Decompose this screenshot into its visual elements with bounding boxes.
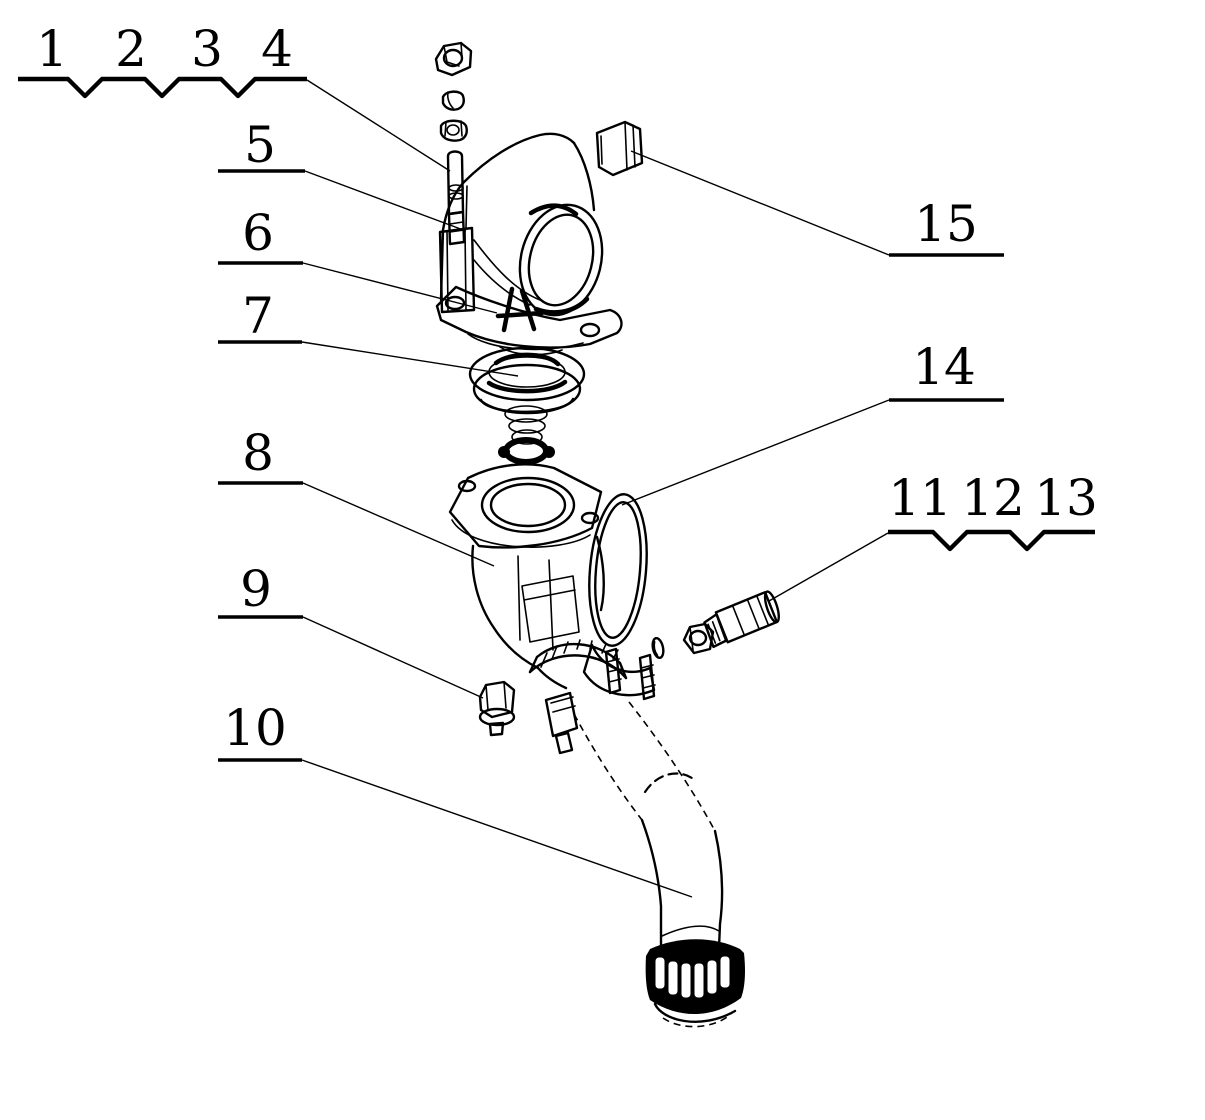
callout-7: 7: [218, 287, 519, 377]
callout-group-1-2-3-4: 1 2 3 4: [18, 20, 451, 172]
callouts: 1 2 3 4 5 6 7 8: [18, 20, 1098, 898]
leader-line-11-13: [768, 532, 889, 602]
callout-label-15: 15: [914, 195, 978, 253]
callout-8: 8: [218, 424, 495, 567]
leader-line-10: [301, 759, 693, 898]
callout-label-2: 2: [115, 20, 147, 78]
callout-6: 6: [218, 204, 498, 314]
part-thermostat-cover: [435, 132, 623, 356]
callout-9: 9: [218, 560, 484, 699]
callout-label-4: 4: [261, 20, 293, 78]
part-cover-plate: [582, 493, 656, 701]
part-cap: [595, 120, 644, 177]
callout-label-1: 1: [36, 20, 68, 78]
leader-line-7: [301, 341, 519, 377]
callout-label-12: 12: [961, 469, 1025, 527]
callout-label-3: 3: [191, 20, 223, 78]
callout-group-11-12-13: 11 12 13: [768, 469, 1098, 602]
callout-label-5: 5: [244, 116, 276, 174]
callout-15: 15: [630, 150, 1004, 257]
callout-label-6: 6: [242, 204, 274, 262]
callout-label-9: 9: [240, 560, 272, 618]
callout-5: 5: [218, 116, 467, 232]
group-underline-11-13: [888, 529, 1095, 552]
part-outlet-pipe: [573, 701, 724, 950]
callout-label-7: 7: [242, 287, 274, 345]
leader-line-5: [304, 170, 467, 232]
leader-line-6: [302, 262, 498, 314]
part-hex-plug: [478, 680, 516, 737]
callout-label-8: 8: [242, 424, 274, 482]
leader-line-14: [621, 399, 890, 506]
part-thermostat: [468, 346, 586, 465]
callout-label-13: 13: [1034, 469, 1098, 527]
group-underline-1-4: [18, 76, 307, 99]
part-hex-nut-small: [682, 622, 715, 655]
part-nut-small: [441, 90, 465, 111]
callout-label-10: 10: [223, 699, 287, 757]
callout-label-14: 14: [912, 338, 976, 396]
leader-line-8: [302, 482, 495, 567]
parts-drawing: [434, 41, 780, 1028]
part-temperature-sensor: [703, 590, 780, 649]
callout-14: 14: [621, 338, 1004, 506]
leader-line-1-4: [306, 79, 451, 172]
part-washer: [651, 636, 665, 660]
leader-line-15: [630, 150, 890, 256]
hose-clamp-lower: [645, 939, 745, 1028]
callout-10: 10: [218, 699, 693, 898]
part-hex-nut-top: [434, 41, 473, 77]
callout-label-11: 11: [888, 469, 952, 527]
hose-clamp-upper: [528, 639, 628, 755]
part-flange-nut: [439, 119, 468, 142]
leader-line-9: [302, 616, 484, 699]
